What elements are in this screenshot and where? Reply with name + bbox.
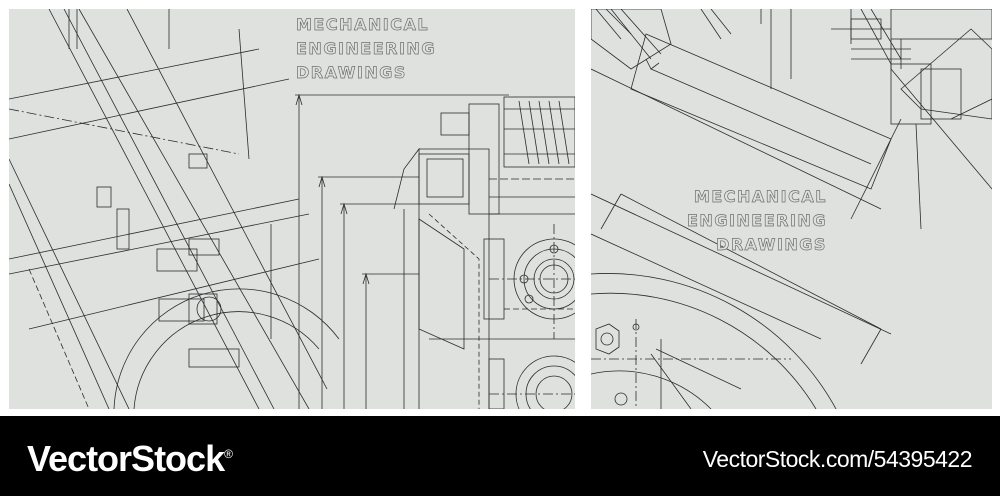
brand-name: VectorStock [27,438,225,479]
right-technical-drawing [591,9,992,409]
watermark-footer-bar [0,416,1000,496]
right-blueprint-panel: MECHANICAL ENGINEERING DRAWINGS [591,9,992,409]
title-line-2: ENGINEERING [687,211,827,231]
title-line-3: DRAWINGS [296,63,407,83]
title-line-1: MECHANICAL [693,187,827,207]
left-drawing-title: MECHANICAL ENGINEERING DRAWINGS [296,13,436,85]
title-line-3: DRAWINGS [716,235,827,255]
title-line-2: ENGINEERING [296,39,436,59]
left-technical-drawing [9,9,575,409]
left-blueprint-panel: MECHANICAL ENGINEERING DRAWINGS [9,9,575,409]
image-id-link[interactable]: VectorStock.com/54395422 [702,446,973,472]
brand-logo: VectorStock® [27,432,233,481]
right-drawing-title: MECHANICAL ENGINEERING DRAWINGS [687,185,827,257]
registered-mark: ® [224,447,233,461]
title-line-1: MECHANICAL [296,15,430,35]
